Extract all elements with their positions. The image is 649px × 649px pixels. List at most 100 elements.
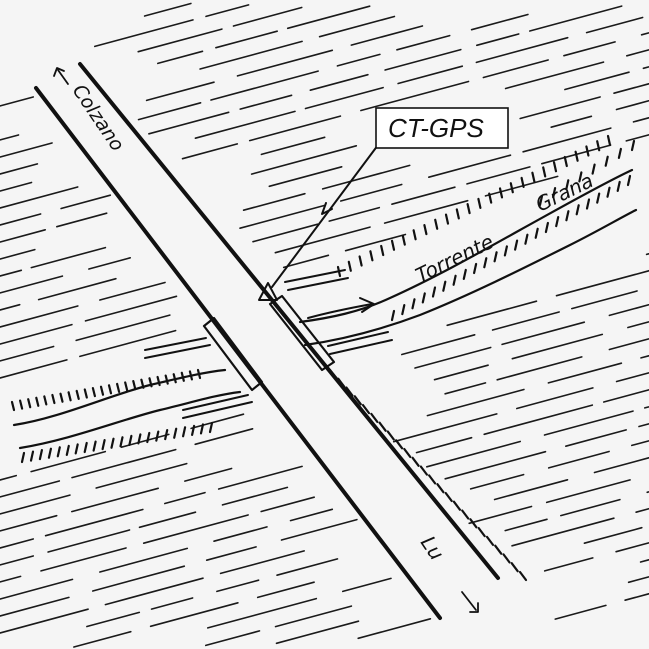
- field-hatch-stroke: [205, 546, 257, 562]
- field-hatch-stroke: [274, 226, 371, 254]
- vegetation-tick: [128, 434, 133, 446]
- vegetation-tick: [20, 451, 26, 464]
- bridge-west-rail-2a: [182, 394, 249, 411]
- field-hatch-stroke: [625, 48, 649, 57]
- field-hatch-stroke: [585, 16, 644, 34]
- field-hatch-stroke: [321, 164, 411, 190]
- field-hatch-stroke: [543, 410, 634, 436]
- field-hatch-stroke: [400, 333, 476, 356]
- field-hatch-stroke: [210, 70, 319, 101]
- vegetation-tick: [431, 286, 437, 298]
- stream-west: [12, 368, 242, 450]
- field-hatch-stroke: [95, 462, 188, 489]
- field-hatch-stroke: [504, 518, 548, 532]
- field-hatch-stroke: [545, 479, 631, 504]
- vegetation-tick: [461, 509, 470, 520]
- vegetation-tick: [27, 398, 32, 409]
- field-hatch-stroke: [71, 448, 177, 479]
- vegetation-tick: [199, 423, 205, 435]
- stream-east-bank-south: [303, 208, 638, 347]
- field-hatch-stroke: [256, 581, 315, 599]
- field-hatch-stroke: [0, 181, 33, 192]
- vegetation-tick: [411, 298, 416, 310]
- field-hatch-stroke: [433, 364, 489, 381]
- vegetation-tick: [164, 429, 169, 441]
- bridge-east: [268, 269, 393, 372]
- vegetation-tick: [531, 171, 536, 183]
- field-hatch-stroke: [213, 526, 268, 543]
- field-hatch-stroke: [71, 487, 159, 513]
- field-hatch-stroke: [0, 578, 74, 600]
- south-arrow-icon: [469, 602, 479, 613]
- field-hatch-stroke: [543, 557, 594, 572]
- vegetation-tick: [412, 229, 417, 241]
- field-hatch-stroke: [260, 496, 316, 513]
- vegetation-tick: [502, 553, 511, 564]
- bridge-west-rail-1a: [144, 337, 207, 351]
- field-hatch-stroke: [304, 86, 384, 110]
- vegetation-tick: [67, 391, 72, 402]
- field-hatch-stroke: [219, 550, 306, 575]
- field-hatch-stroke: [0, 248, 36, 260]
- vegetation-tick: [538, 194, 544, 207]
- field-hatch-stroke: [142, 514, 249, 545]
- field-hatch-stroke: [391, 186, 456, 205]
- vegetation-tick: [477, 526, 486, 538]
- vegetation-tick: [411, 456, 420, 467]
- vegetation-tick: [585, 145, 590, 157]
- field-hatch-stroke: [318, 15, 396, 38]
- field-hatch-stroke: [396, 34, 451, 51]
- vegetation-tick: [503, 245, 508, 257]
- field-hatch-stroke: [484, 175, 559, 197]
- field-hatch-stroke: [469, 473, 525, 490]
- vegetation-tick: [565, 210, 570, 222]
- field-hatch-stroke: [194, 110, 296, 139]
- vegetation-tick: [466, 203, 471, 215]
- vegetation-tick: [172, 373, 177, 384]
- field-hatch-stroke: [640, 31, 649, 36]
- field-hatch-stroke: [221, 486, 289, 506]
- field-hatch-stroke: [564, 429, 628, 448]
- field-hatch-stroke: [37, 277, 117, 301]
- station-triangle: [258, 282, 278, 301]
- flow-arrow-shaft: [307, 303, 373, 319]
- north-arrow-shaft: [57, 69, 69, 85]
- field-hatch-stroke: [511, 517, 615, 547]
- field-hatch-stroke: [414, 346, 492, 369]
- field-hatch-stroke: [357, 617, 432, 640]
- road-edge-west: [34, 86, 442, 620]
- field-hatch-stroke: [275, 620, 360, 645]
- field-hatch-stroke: [639, 558, 649, 563]
- vegetation-tick: [493, 251, 498, 263]
- field-hatch-stroke: [143, 2, 192, 17]
- vegetation-tick: [35, 396, 40, 407]
- field-hatch-stroke: [149, 601, 239, 628]
- vegetation-tick: [483, 257, 488, 269]
- vegetation-tick: [626, 174, 632, 187]
- vegetation-tick: [361, 404, 371, 415]
- field-hatch-stroke: [627, 320, 649, 329]
- vegetation-tick: [65, 444, 70, 456]
- vegetation-tick: [575, 204, 580, 216]
- field-hatch-stroke: [563, 41, 616, 57]
- field-hatch-stroke: [0, 474, 18, 481]
- riverbank-vegetation: [10, 134, 636, 582]
- field-hatch-stroke: [137, 102, 202, 121]
- flow-arrow-head: [359, 297, 375, 313]
- field-hatch-stroke: [608, 303, 649, 317]
- field-hatch-stroke: [625, 133, 649, 142]
- field-hatch-stroke: [99, 281, 166, 301]
- vegetation-tick: [182, 426, 187, 438]
- field-hatch-stroke: [643, 405, 649, 409]
- field-hatch-stroke: [242, 192, 306, 211]
- vegetation-tick: [83, 388, 88, 399]
- vegetation-tick: [488, 192, 493, 204]
- field-hatch-stroke: [207, 597, 318, 629]
- bridge-west: [144, 316, 264, 419]
- field-hatch-stroke: [466, 166, 531, 185]
- field-hatch-stroke: [40, 547, 127, 572]
- field-hatch-stroke: [268, 166, 343, 188]
- road: [34, 62, 500, 620]
- field-hatch-stroke: [205, 630, 261, 647]
